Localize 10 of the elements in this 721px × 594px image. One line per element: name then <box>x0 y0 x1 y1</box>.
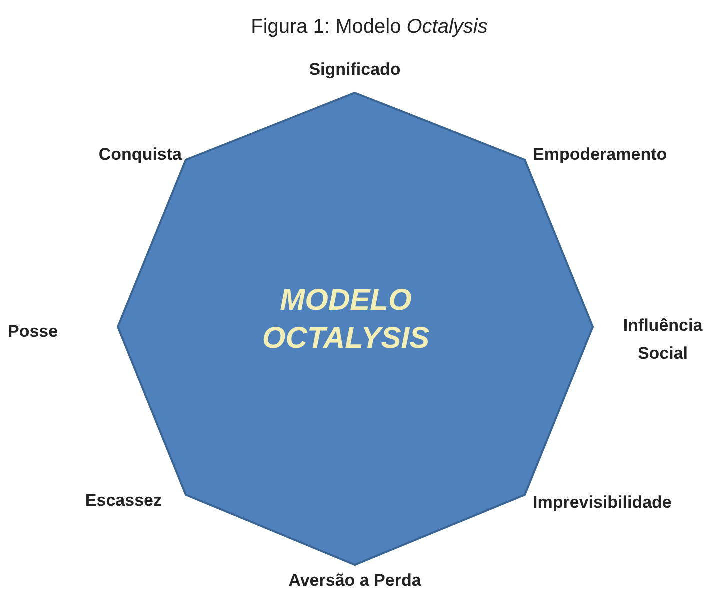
center-text: MODELO OCTALYSIS <box>261 283 431 357</box>
vertex-label: Influência Social <box>622 315 704 365</box>
vertex-label: Conquista <box>98 144 182 166</box>
vertex-label: Significado <box>308 59 402 81</box>
vertex-label: Posse <box>8 321 60 343</box>
vertex-label: Imprevisibilidade <box>533 492 673 514</box>
vertex-label: Escassez <box>84 490 162 512</box>
vertex-label: Aversão a Perda <box>288 570 422 592</box>
vertex-label: Empoderamento <box>533 144 668 166</box>
figure-title: Figura 1: Modelo Octalysis <box>250 16 489 39</box>
